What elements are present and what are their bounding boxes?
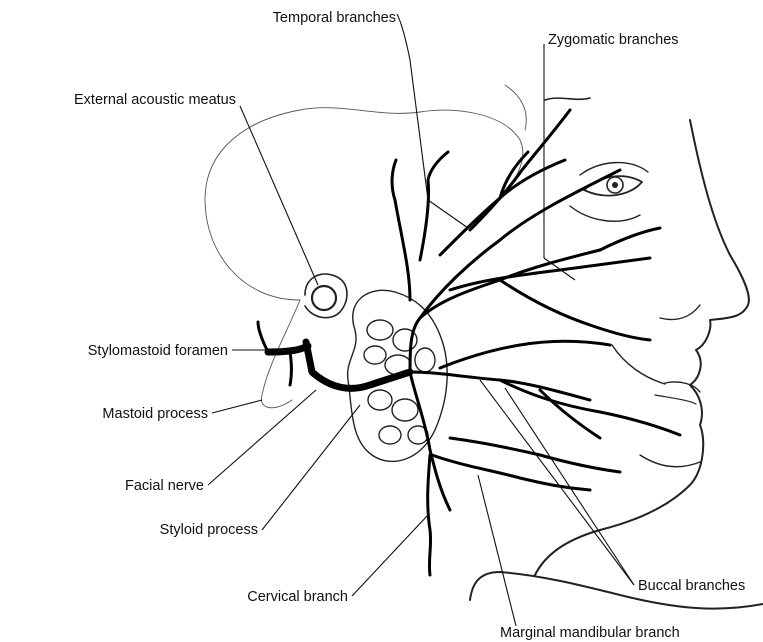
- leader-temporal: [397, 14, 428, 200]
- label-styloid-process: Styloid process: [160, 522, 258, 538]
- label-stylomastoid-foramen: Stylomastoid foramen: [88, 343, 228, 359]
- leader-mastoid: [212, 400, 262, 413]
- leader-meatus: [240, 106, 318, 285]
- leader-temporal-2: [428, 200, 468, 228]
- leader-marginal: [478, 475, 516, 626]
- leader-lines: [208, 14, 634, 626]
- label-zygomatic-branches: Zygomatic branches: [548, 32, 679, 48]
- label-buccal-branches: Buccal branches: [638, 578, 745, 594]
- leader-facial-nerve: [208, 390, 316, 485]
- leader-styloid: [262, 405, 360, 530]
- label-mastoid-process: Mastoid process: [102, 406, 208, 422]
- label-external-acoustic-meatus: External acoustic meatus: [74, 92, 236, 108]
- facial-nerve-branches: [258, 110, 680, 575]
- facial-folds: [612, 305, 700, 467]
- leader-buccal-1: [480, 380, 634, 585]
- label-facial-nerve: Facial nerve: [125, 478, 204, 494]
- label-temporal-branches: Temporal branches: [273, 10, 396, 26]
- ear-canal: [305, 274, 347, 318]
- leader-cervical: [352, 515, 428, 596]
- label-cervical-branch: Cervical branch: [247, 589, 348, 605]
- face-profile: [470, 98, 763, 609]
- eye: [570, 163, 648, 222]
- label-marginal-mandibular-branch: Marginal mandibular branch: [500, 625, 680, 641]
- labels: Temporal branches Zygomatic branches Ext…: [74, 10, 745, 641]
